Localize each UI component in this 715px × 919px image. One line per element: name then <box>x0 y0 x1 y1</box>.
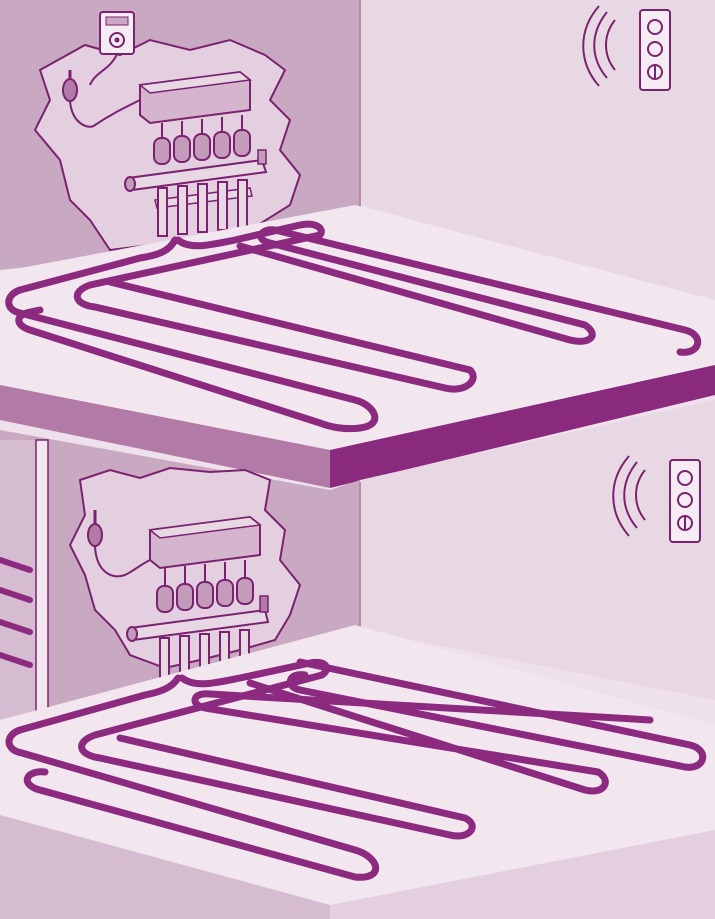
room-sensor-icon <box>670 460 700 542</box>
doorway <box>0 440 48 720</box>
room-sensor-icon <box>640 10 670 90</box>
